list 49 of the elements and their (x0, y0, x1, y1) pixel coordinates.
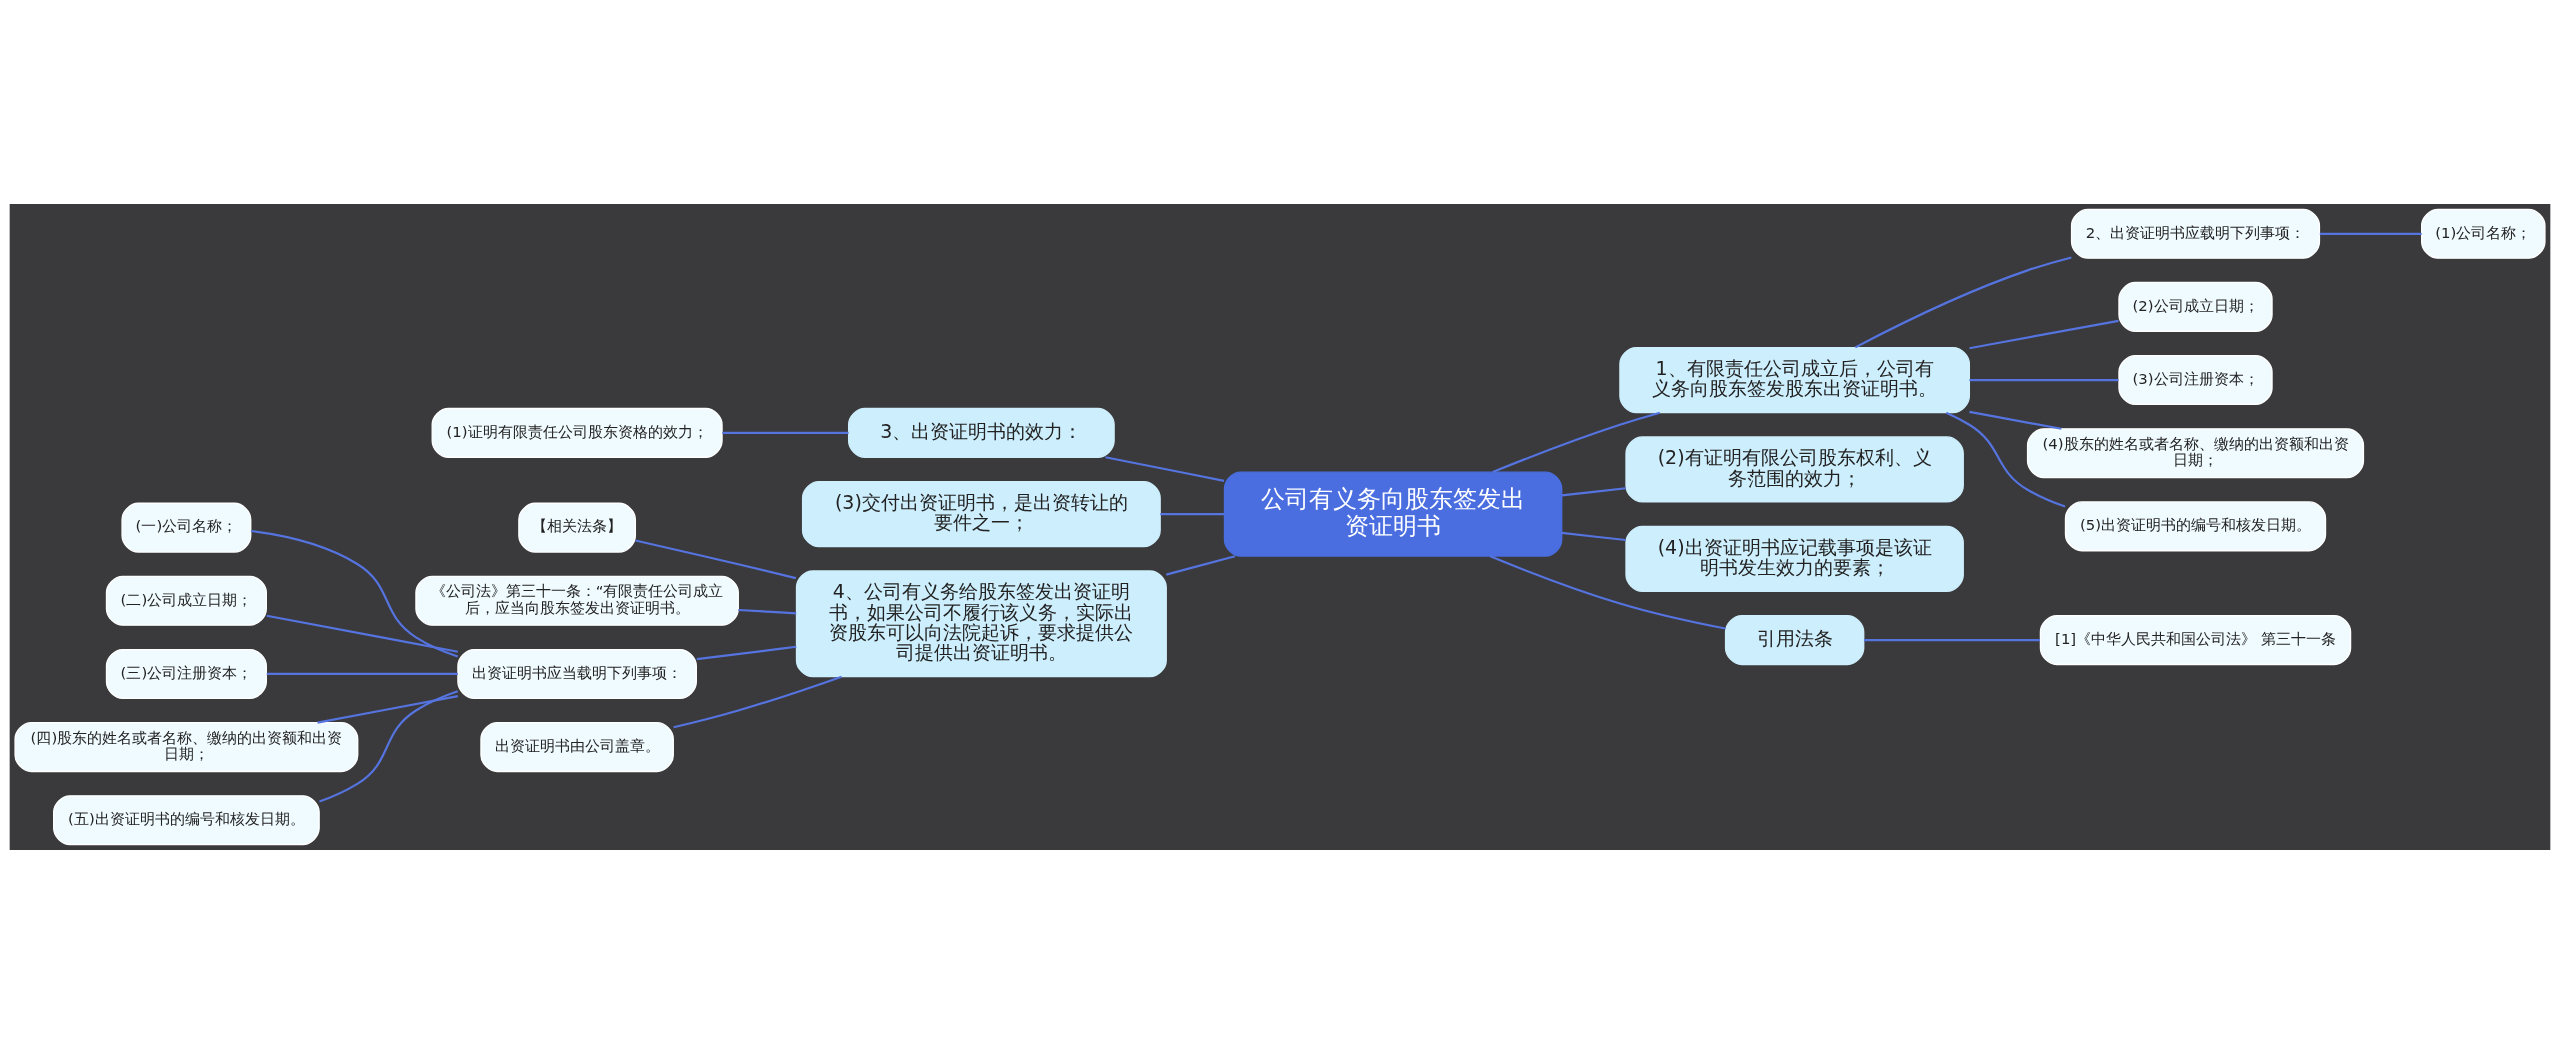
node-box: (3)公司注册资本； (2118, 355, 2273, 406)
node-box: (二)公司成立日期； (105, 575, 267, 626)
node-box: (4)股东的姓名或者名称、缴纳的出资额和出资日期； (2026, 428, 2365, 479)
connector (1160, 513, 1224, 516)
node-box: (1)公司名称； (2421, 208, 2546, 259)
node-box: 4、公司有义务给股东签发出资证明书，如果公司不履行该义务，实际出资股东可以向法院起诉，要求提供公司提供出资证明书。 (795, 570, 1167, 678)
node-box: (4)出资证明书应记载事项是该证明书发生效力的要素； (1625, 525, 1964, 592)
node-box: (四)股东的姓名或者名称、缴纳的出资额和出资日期； (14, 722, 359, 773)
node-box: 【相关法条】 (518, 502, 637, 553)
connector (738, 608, 797, 615)
node-box: 公司有义务向股东签发出资证明书 (1223, 471, 1563, 557)
connector (1945, 411, 2066, 508)
node-box: (1)证明有限责任公司股东资格的效力； (431, 407, 723, 458)
node-box: 2、出资证明书应载明下列事项： (2070, 208, 2321, 259)
connector (1489, 555, 1726, 630)
connector (673, 675, 842, 729)
node-box: (五)出资证明书的编号和核发日期。 (53, 795, 320, 846)
connector (1105, 456, 1225, 482)
connector (722, 431, 849, 434)
connector (1864, 639, 2041, 642)
node-box: (5)出资证明书的编号和核发日期。 (2064, 501, 2327, 552)
node-box: (3)交付出资证明书，是出资转让的要件之一； (801, 480, 1161, 548)
connector (696, 645, 797, 661)
connector (1166, 555, 1236, 576)
connector (1969, 378, 2119, 382)
connector (319, 690, 459, 803)
connector (1969, 410, 2062, 430)
node-box: (2)公司成立日期； (2118, 281, 2273, 332)
connector (266, 672, 458, 676)
connector (266, 614, 459, 653)
connector (1969, 319, 2119, 350)
connector (2319, 232, 2422, 235)
node-box: (三)公司注册资本； (105, 648, 267, 699)
node-box: 引用法条 (1724, 615, 1865, 666)
connector (1854, 256, 2072, 349)
connector (1492, 411, 1661, 474)
node-box: 出资证明书应当载明下列事项： (457, 648, 697, 699)
node-box: (一)公司名称； (121, 502, 252, 553)
connector (317, 695, 459, 724)
connector (1561, 531, 1626, 542)
connector (635, 539, 797, 580)
node-box: 出资证明书由公司盖章。 (480, 722, 674, 773)
connector (1561, 487, 1626, 497)
node-box: [1]《中华人民共和国公司法》 第三十一条 (2039, 615, 2352, 666)
connector (250, 529, 459, 658)
node-box: (2)有证明有限公司股东权利、义务范围的效力； (1625, 436, 1964, 503)
node-box: 《公司法》第三十一条：“有限责任公司成立后，应当向股东签发出资证明书。 (415, 575, 739, 626)
node-box: 1、有限责任公司成立后，公司有义务向股东签发股东出资证明书。 (1619, 346, 1970, 414)
node-box: 3、出资证明书的效力： (848, 407, 1115, 458)
